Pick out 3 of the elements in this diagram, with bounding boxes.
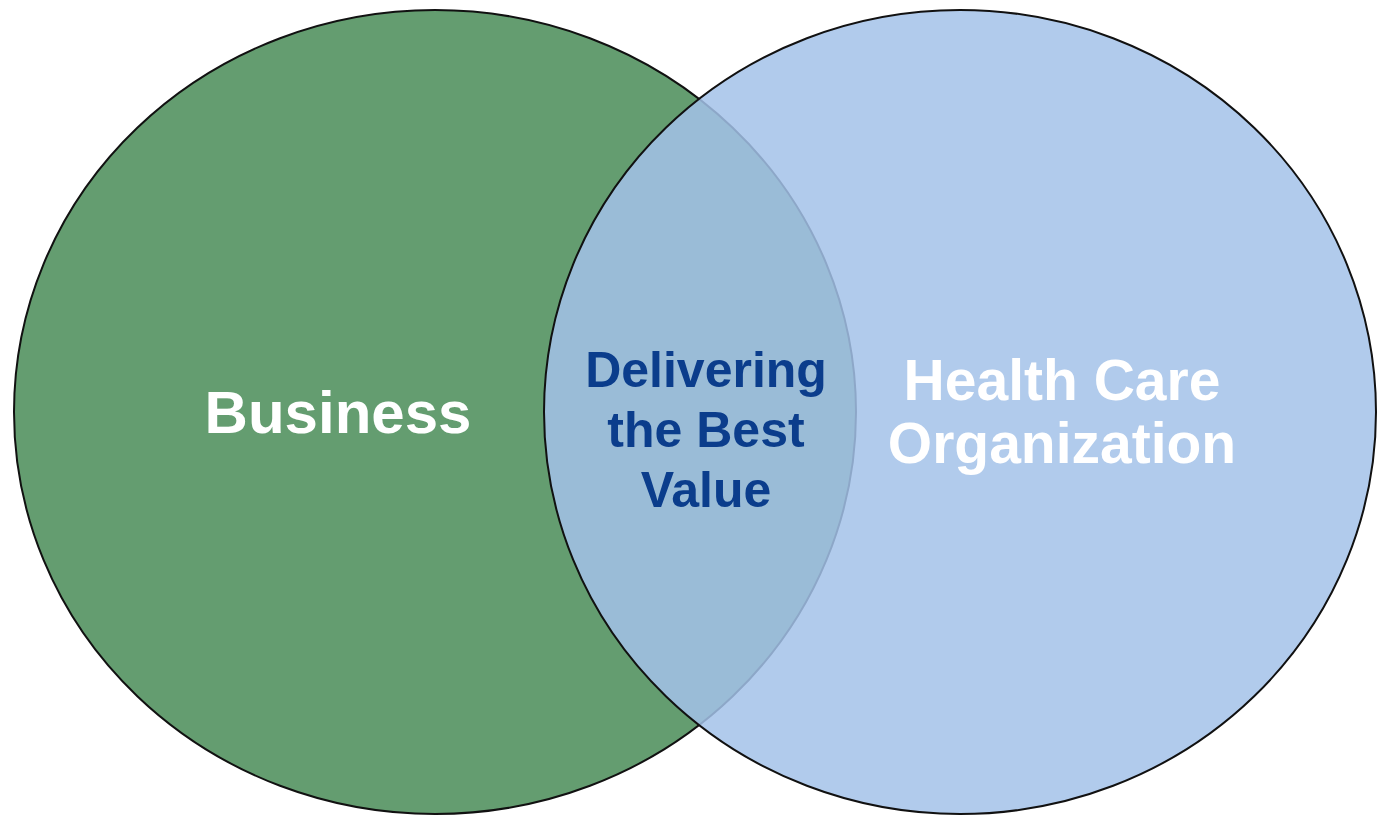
overlap-label: Delivering the Best Value — [584, 341, 828, 520]
circle-label: Health Care Organization — [886, 349, 1238, 475]
circle-label: Business — [203, 380, 473, 446]
